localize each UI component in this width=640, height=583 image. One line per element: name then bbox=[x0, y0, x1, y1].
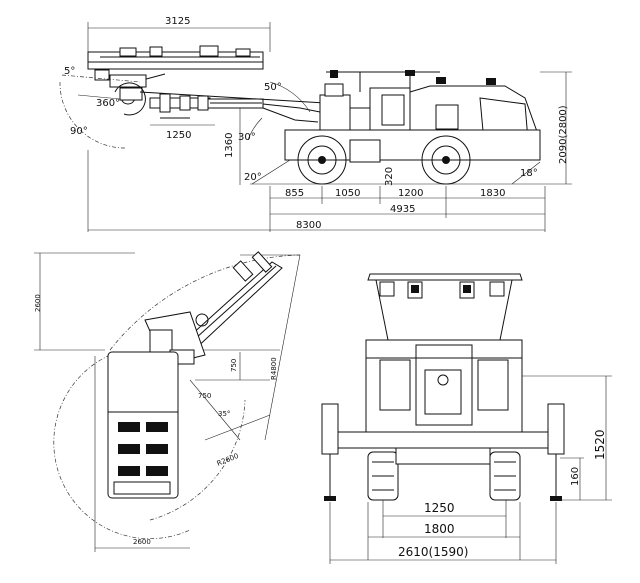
dim-750-vertical: 750 bbox=[230, 359, 238, 372]
dim-r4800: R4800 bbox=[270, 357, 278, 380]
dim-1800: 1800 bbox=[424, 522, 455, 536]
angle-90: 90° bbox=[70, 126, 88, 137]
angle-30: 30° bbox=[238, 132, 256, 143]
dim-1520: 1520 bbox=[593, 429, 607, 460]
dim-1050: 1050 bbox=[335, 188, 360, 199]
dim-855: 855 bbox=[285, 188, 304, 199]
dim-1830: 1830 bbox=[480, 188, 505, 199]
dim-750-horizontal: 750 bbox=[198, 392, 211, 400]
dim-2600-left: 2600 bbox=[34, 294, 42, 312]
angle-50: 50° bbox=[264, 82, 282, 93]
angle-360: 360° bbox=[96, 98, 120, 109]
dim-160: 160 bbox=[570, 467, 581, 486]
dim-2610-1590: 2610(1590) bbox=[398, 545, 468, 559]
dim-1200: 1200 bbox=[398, 188, 423, 199]
dim-r2600: R2600 bbox=[216, 452, 240, 468]
angle-18: 18° bbox=[520, 168, 538, 179]
top-view: 2600 2600 R4800 R2600 750 750 35° bbox=[34, 251, 301, 552]
angle-5: 5° bbox=[64, 66, 75, 77]
angle-20: 20° bbox=[244, 172, 262, 183]
side-view: 3125 5° 360° 90° bbox=[59, 16, 572, 232]
dim-8300: 8300 bbox=[296, 220, 321, 231]
dim-2600-bottom: 2600 bbox=[133, 538, 151, 546]
dim-320: 320 bbox=[384, 167, 395, 186]
angle-35: 35° bbox=[218, 410, 230, 418]
dim-2090-2800: 2090(2800) bbox=[558, 105, 569, 164]
dim-4935: 4935 bbox=[390, 204, 415, 215]
dim-3125: 3125 bbox=[165, 16, 190, 27]
dim-1250-side: 1250 bbox=[166, 130, 191, 141]
dim-1250-front: 1250 bbox=[424, 501, 455, 515]
dim-1360: 1360 bbox=[224, 133, 235, 158]
front-view: 1520 160 1250 1800 2610(1590) bbox=[321, 273, 612, 564]
